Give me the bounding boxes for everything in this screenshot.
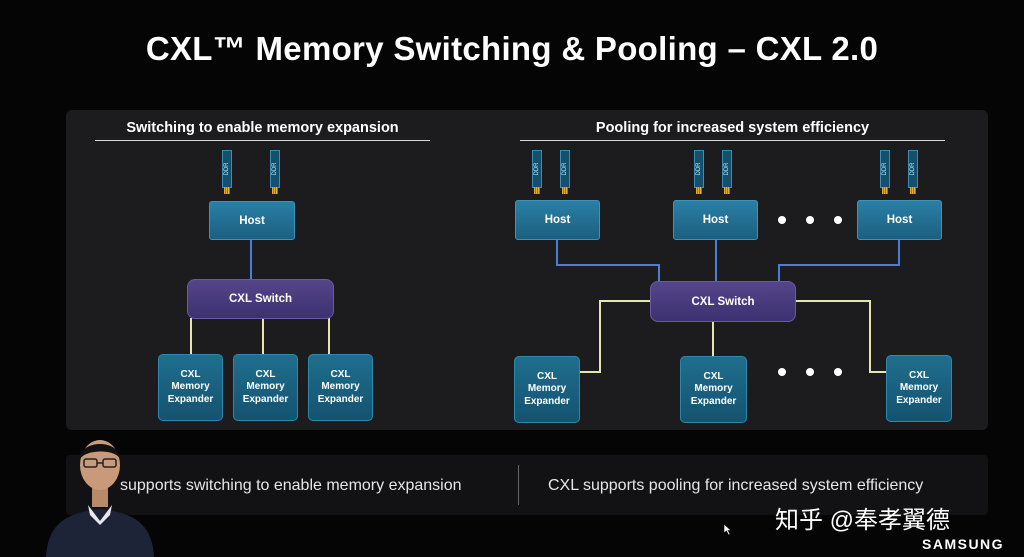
right-memory-expander-1: CXL Memory Expander	[514, 356, 580, 423]
ddr-module-icon: DDR	[270, 150, 280, 194]
left-memory-expander-2: CXL Memory Expander	[233, 354, 298, 421]
right-host-box-2: Host	[673, 200, 758, 240]
slide-title: CXL™ Memory Switching & Pooling – CXL 2.…	[145, 30, 879, 67]
ddr-module-icon: DDR	[722, 150, 732, 194]
right-memory-expander-2: CXL Memory Expander	[680, 356, 747, 423]
ellipsis-dot	[834, 368, 842, 376]
pooling-heading: Pooling for increased system efficiency	[520, 120, 945, 141]
watermark-text: 知乎 @奉孝翼德	[775, 507, 951, 534]
right-host3-to-switch-link	[778, 240, 900, 282]
right-host1-to-switch-link	[556, 240, 660, 282]
caption-bar	[66, 455, 988, 515]
right-memory-expander-3: CXL Memory Expander	[886, 355, 952, 422]
mouse-cursor-icon	[724, 524, 732, 535]
right-cxl-switch-box: CXL Switch	[650, 281, 796, 322]
caption-left: supports switching to enable memory expa…	[120, 477, 462, 494]
left-host-box: Host	[209, 201, 295, 240]
right-host-box-3: Host	[857, 200, 942, 240]
ellipsis-dot	[834, 216, 842, 224]
expander-links	[190, 300, 886, 373]
ddr-module-icon: DDR	[560, 150, 570, 194]
caption-right: CXL supports pooling for increased syste…	[548, 477, 924, 494]
left-memory-expander-1: CXL Memory Expander	[158, 354, 223, 421]
ddr-module-icon: DDR	[222, 150, 232, 194]
brand-logo: SAMSUNG	[922, 536, 1005, 552]
ddr-module-icon: DDR	[880, 150, 890, 194]
left-memory-expander-3: CXL Memory Expander	[308, 354, 373, 421]
right-switch-to-expander-3-link	[795, 300, 886, 373]
right-host-box-1: Host	[515, 200, 600, 240]
switching-heading: Switching to enable memory expansion	[95, 120, 430, 141]
ddr-module-icon: DDR	[694, 150, 704, 194]
ellipsis-dot	[778, 368, 786, 376]
ellipsis-dot	[778, 216, 786, 224]
ellipsis-dot	[806, 216, 814, 224]
right-switch-to-expander-1-link	[580, 300, 651, 373]
ddr-module-icon: DDR	[532, 150, 542, 194]
caption-divider	[518, 465, 519, 505]
ddr-module-icon: DDR	[908, 150, 918, 194]
left-cxl-switch-box: CXL Switch	[187, 279, 334, 319]
host-links	[250, 240, 900, 282]
ellipsis-dot	[806, 368, 814, 376]
speaker-video-overlay	[46, 440, 154, 557]
